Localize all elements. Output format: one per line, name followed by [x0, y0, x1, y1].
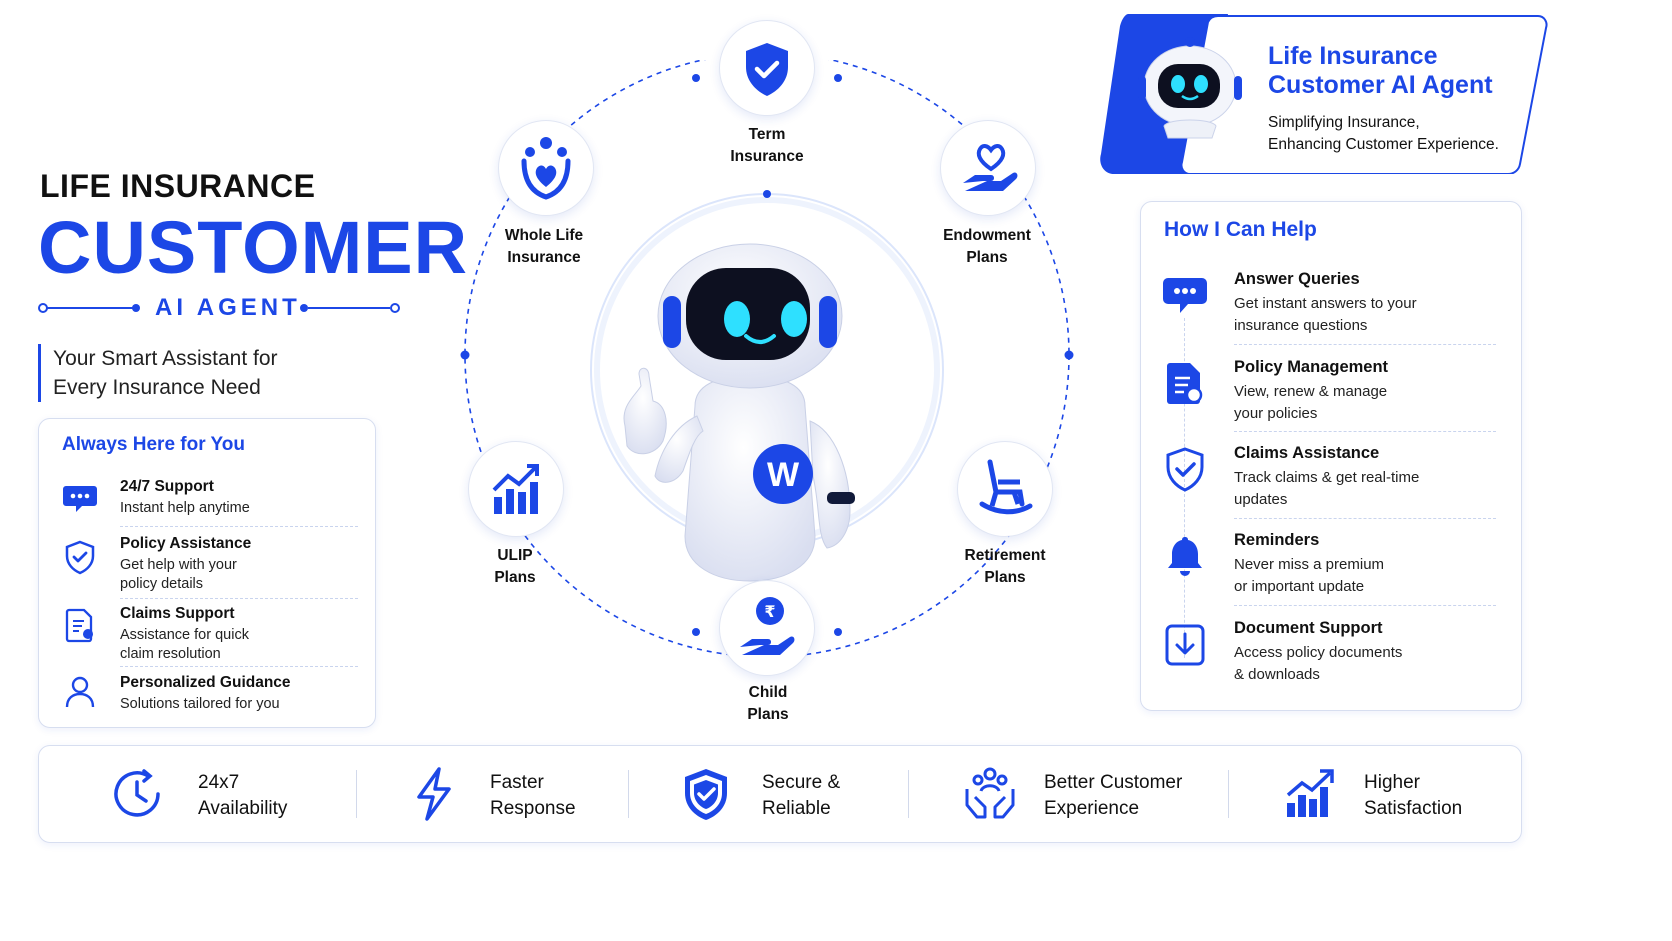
left-item-desc: Solutions tailored for you — [120, 696, 280, 712]
left-item-title: Personalized Guidance — [120, 674, 291, 691]
how-i-can-help-title: How I Can Help — [1164, 218, 1317, 241]
benefit-secure: Secure &Reliable — [677, 745, 897, 841]
plan-whole-life-node[interactable] — [498, 120, 594, 216]
robot-mascot: W — [623, 243, 855, 582]
person-icon — [65, 676, 95, 708]
family-heart-icon — [521, 137, 571, 200]
always-here-panel — [38, 418, 376, 728]
tagline-line-1: Your Smart Assistant for — [53, 347, 278, 370]
document-icon — [1167, 363, 1203, 404]
plan-ulip-node[interactable] — [468, 441, 564, 537]
svg-text:₹: ₹ — [764, 602, 775, 621]
bell-icon — [1168, 537, 1202, 576]
shield-check-icon — [65, 540, 95, 575]
left-item-support: 24/7 Support Instant help anytime — [62, 478, 358, 527]
benefit-label: Secure &Reliable — [762, 772, 841, 819]
help-item-title: Document Support — [1234, 619, 1383, 637]
tagline-line-2: Every Insurance Need — [53, 376, 261, 399]
ai-agent-subtitle: AI AGENT — [155, 294, 301, 321]
help-item-desc: Access policy documents& downloads — [1234, 644, 1403, 683]
document-icon — [65, 608, 93, 643]
growth-chart-icon — [1286, 769, 1334, 817]
lightning-icon — [417, 767, 451, 821]
people-hands-icon — [965, 767, 1015, 819]
help-item-claims-assistance: Claims Assistance Track claims & get rea… — [1160, 444, 1500, 519]
timeline-line — [1184, 318, 1185, 658]
title-main: CUSTOMER — [38, 206, 469, 289]
plan-endowment-node[interactable] — [940, 120, 1036, 216]
shield-check-icon — [685, 769, 727, 820]
title-line-1: LIFE INSURANCE — [40, 168, 316, 204]
shield-check-icon — [746, 43, 788, 96]
help-item-title: Answer Queries — [1234, 270, 1360, 288]
help-item-title: Reminders — [1234, 531, 1320, 549]
help-item-title: Claims Assistance — [1234, 444, 1380, 462]
left-item-title: Policy Assistance — [120, 535, 252, 552]
always-here-title: Always Here for You — [62, 434, 246, 455]
shield-check-icon — [1166, 447, 1204, 492]
help-item-answer-queries: Answer Queries Get instant answers to yo… — [1160, 270, 1500, 345]
ai-agent-decoration — [38, 303, 400, 313]
plan-retirement-node[interactable] — [957, 441, 1053, 537]
plan-child-node[interactable]: ₹ — [719, 580, 815, 676]
robot-badge: W — [767, 456, 800, 494]
chat-icon — [63, 486, 97, 512]
hand-heart-icon — [963, 144, 1018, 191]
tagline: Your Smart Assistant for Every Insurance… — [38, 344, 383, 402]
left-item-desc: Instant help anytime — [120, 500, 250, 516]
chat-icon — [1163, 278, 1207, 313]
benefits-bar — [38, 745, 1522, 843]
left-item-title: Claims Support — [120, 605, 235, 622]
help-item-document-support: Document Support Access policy documents… — [1160, 619, 1500, 689]
download-icon — [1165, 624, 1205, 666]
rupee-hand-icon: ₹ — [740, 597, 795, 655]
header-card — [1100, 14, 1548, 174]
header-subtitle: Simplifying Insurance,Enhancing Customer… — [1268, 114, 1499, 153]
plan-term-node[interactable] — [719, 20, 815, 116]
rocking-chair-icon — [979, 459, 1033, 515]
bar-chart-icon — [492, 464, 539, 514]
left-item-guidance: Personalized Guidance Solutions tailored… — [62, 674, 358, 718]
help-item-title: Policy Management — [1234, 358, 1389, 376]
left-item-title: 24/7 Support — [120, 478, 214, 495]
clock-icon — [114, 769, 160, 817]
